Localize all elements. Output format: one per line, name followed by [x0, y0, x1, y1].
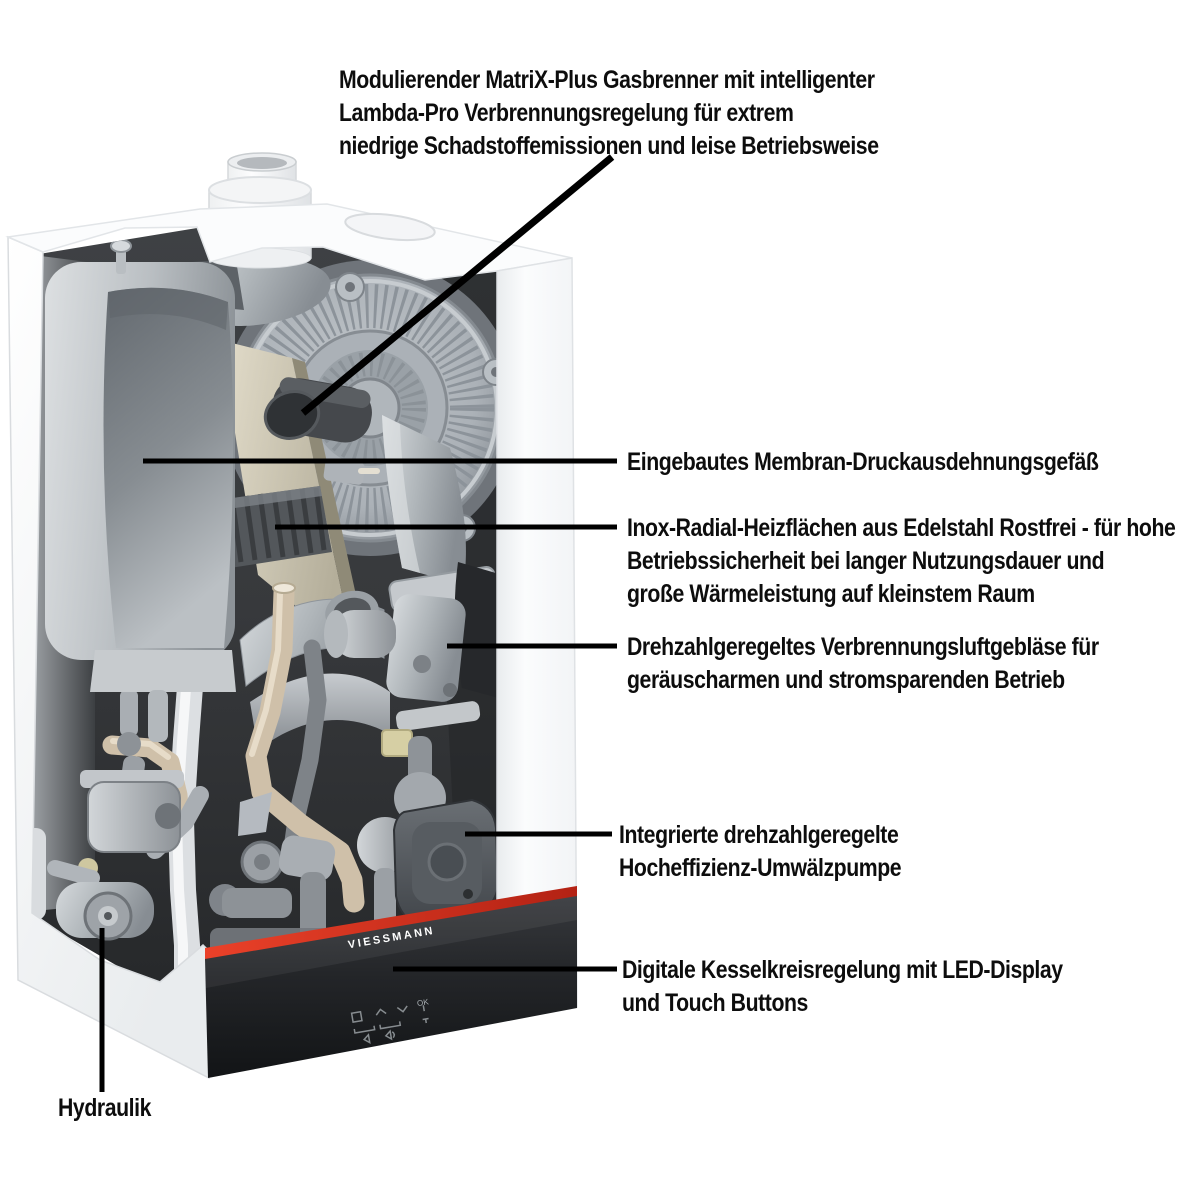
- annotation-hydraulics: Hydraulik: [58, 1094, 152, 1122]
- brass-union-nut: [381, 729, 413, 757]
- gray-pipe: [281, 639, 327, 871]
- boiler-casing: [5, 152, 578, 1080]
- expansion-vessel: [45, 239, 236, 742]
- vessel-valve: [116, 246, 126, 274]
- ignition-electrode: [323, 458, 380, 485]
- casing-top: [5, 203, 573, 281]
- hydraulic-block: [25, 690, 209, 941]
- ok-button[interactable]: OK: [416, 997, 430, 1008]
- menu-icon[interactable]: [350, 1010, 363, 1023]
- chevron-down-icon[interactable]: [396, 1005, 408, 1013]
- annotation-heat-exchanger: Inox-Radial-Heizflächen aus Edelstahl Ro…: [627, 514, 1176, 608]
- annotation-fan: Drehzahlgeregeltes Verbrennungsluftgeblä…: [627, 633, 1099, 694]
- panel-front: [205, 896, 577, 1078]
- touch-buttons: [350, 1005, 429, 1045]
- mounting-bracket: [454, 562, 497, 700]
- radiator-icon[interactable]: [420, 1005, 429, 1024]
- control-panel: VIESSMANN OK: [205, 886, 577, 1078]
- boiler-interior: [25, 228, 497, 995]
- speaker-muted-icon[interactable]: [362, 1033, 371, 1045]
- casing-left-wall: [7, 235, 210, 1080]
- top-knockout: [344, 212, 436, 242]
- speaker-icon[interactable]: [384, 1029, 396, 1041]
- annotation-expansion-vessel: Eingebautes Membran-Druckausdehnungsgefä…: [627, 448, 1099, 476]
- chevron-up-icon[interactable]: [375, 1008, 387, 1016]
- annotation-pump: Integrierte drehzahlgeregelte Hocheffizi…: [619, 821, 902, 882]
- annotation-burner: Modulierender MatriX-Plus Gasbrenner mit…: [339, 66, 879, 160]
- leader-lines: [99, 154, 617, 1092]
- leader-burner: [300, 154, 615, 416]
- annotation-control: Digitale Kesselkreisregelung mit LED-Dis…: [622, 956, 1063, 1017]
- panel-red-stripe: [205, 886, 577, 961]
